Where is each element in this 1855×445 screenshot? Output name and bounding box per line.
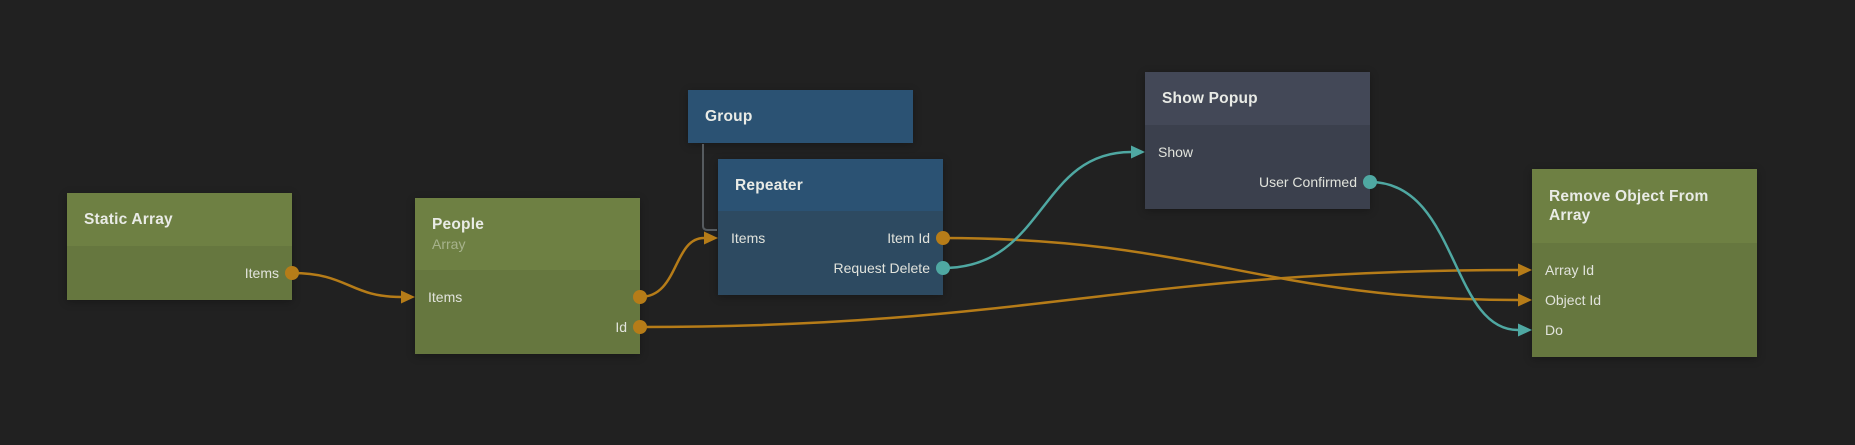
port-label: Items — [244, 265, 279, 281]
wire-staticarray-items-to-people-items[interactable] — [290, 271, 403, 299]
port-label: User Confirmed — [1258, 174, 1357, 190]
node-people-header[interactable]: People Array — [415, 198, 640, 270]
port-row-items-output[interactable]: Items — [67, 258, 292, 288]
node-remove-object-header[interactable]: Remove Object From Array — [1532, 169, 1757, 243]
wire-showpopup-userconfirmed-to-remove-do[interactable] — [1368, 180, 1520, 332]
wire-repeater-itemid-to-remove-object-id[interactable] — [941, 236, 1520, 302]
wire-people-items-to-repeater-items[interactable] — [638, 236, 706, 299]
node-title: Group — [705, 108, 753, 125]
port-row-id-output[interactable]: Id — [415, 312, 640, 342]
node-people-body: Items Id — [415, 270, 640, 354]
port-row-items-input[interactable]: Items — [415, 282, 640, 312]
node-remove-object-body: Array Id Object Id Do — [1532, 243, 1757, 357]
port-row-request-delete-output[interactable]: Request Delete — [718, 253, 943, 283]
node-static-array-body: Items — [67, 246, 292, 300]
node-repeater[interactable]: Repeater Items Item Id Request Delete — [718, 159, 943, 295]
node-show-popup-body: Show User Confirmed — [1145, 125, 1370, 209]
node-show-popup[interactable]: Show Popup Show User Confirmed — [1145, 72, 1370, 209]
node-static-array-header[interactable]: Static Array — [67, 193, 292, 246]
port-label: Do — [1545, 322, 1563, 338]
node-subtitle: Array — [432, 236, 466, 252]
input-arrow-people-items[interactable] — [401, 290, 415, 304]
port-label: Items — [731, 230, 766, 246]
port-label: Request Delete — [833, 260, 930, 276]
node-repeater-header[interactable]: Repeater — [718, 159, 943, 211]
node-group-header[interactable]: Group — [688, 90, 913, 143]
port-label: Array Id — [1545, 262, 1595, 278]
port-label: Item Id — [887, 230, 930, 246]
input-arrow-repeater-items[interactable] — [704, 231, 718, 245]
node-group[interactable]: Group — [688, 90, 913, 143]
port-label: Object Id — [1545, 292, 1602, 308]
node-title: Remove Object From Array — [1549, 188, 1709, 224]
input-arrow-showpopup-show[interactable] — [1131, 145, 1145, 159]
port-row-user-confirmed-output[interactable]: User Confirmed — [1145, 167, 1370, 197]
port-row-show-input[interactable]: Show — [1145, 137, 1370, 167]
port-label: Id — [615, 319, 627, 335]
port-row-array-id-input[interactable]: Array Id — [1532, 255, 1757, 285]
input-arrow-remove-object-id[interactable] — [1518, 293, 1532, 307]
input-arrow-remove-do[interactable] — [1518, 323, 1532, 337]
node-title: People — [432, 216, 485, 233]
port-row-items-itemid[interactable]: Items Item Id — [718, 223, 943, 253]
node-people[interactable]: People Array Items Id — [415, 198, 640, 354]
port-row-do-input[interactable]: Do — [1532, 315, 1757, 345]
port-row-object-id-input[interactable]: Object Id — [1532, 285, 1757, 315]
node-title: Show Popup — [1162, 90, 1258, 107]
node-title: Static Array — [84, 211, 173, 228]
wire-repeater-requestdelete-to-showpopup-show[interactable] — [941, 150, 1133, 270]
port-label: Items — [428, 289, 463, 305]
node-repeater-body: Items Item Id Request Delete — [718, 211, 943, 295]
node-static-array[interactable]: Static Array Items — [67, 193, 292, 300]
port-label: Show — [1158, 144, 1194, 160]
node-title: Repeater — [735, 176, 803, 194]
input-arrow-remove-array-id[interactable] — [1518, 263, 1532, 277]
node-show-popup-header[interactable]: Show Popup — [1145, 72, 1370, 125]
node-remove-object-from-array[interactable]: Remove Object From Array Array Id Object… — [1532, 169, 1757, 357]
hierarchy-line-group-repeater[interactable] — [702, 144, 717, 231]
